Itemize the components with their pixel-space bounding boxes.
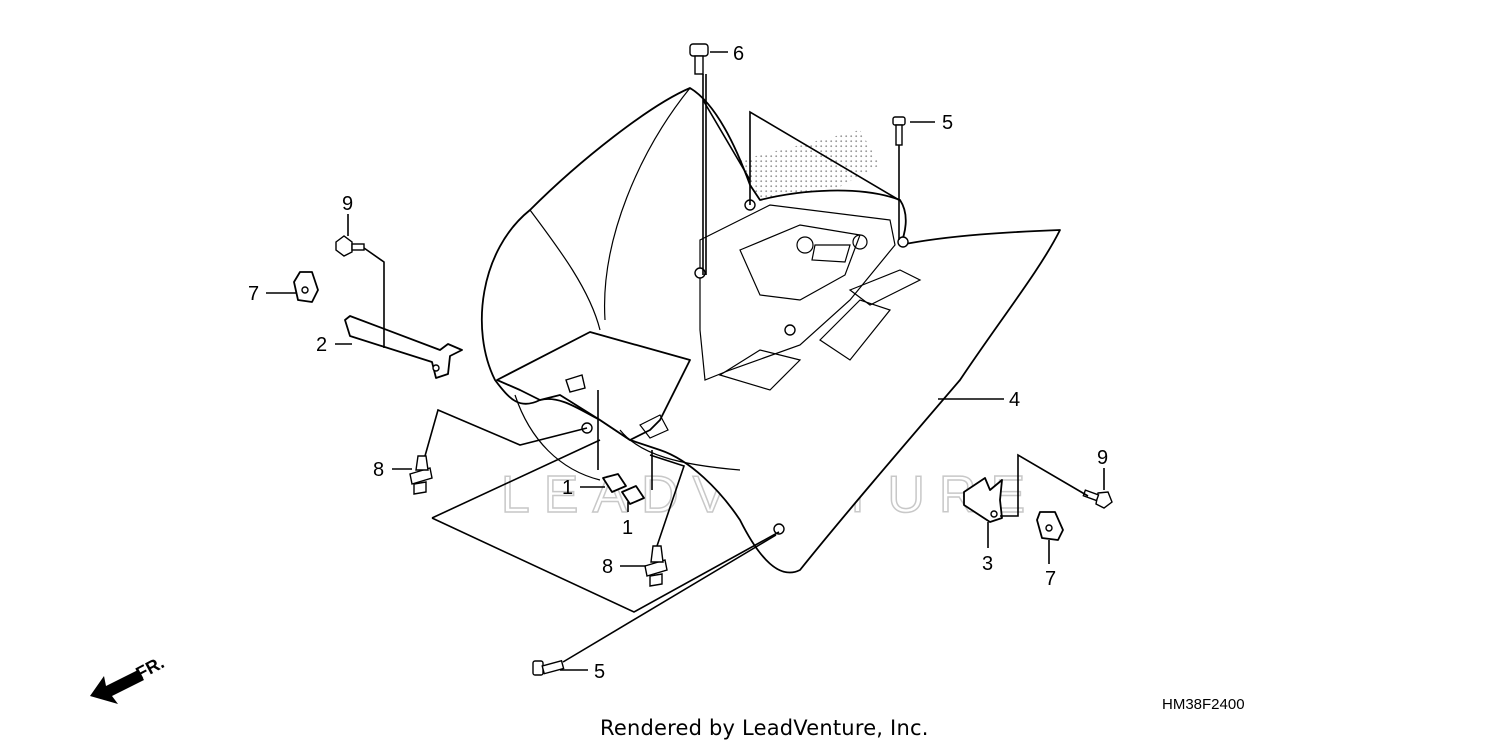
clip-nut-left: [293, 271, 319, 303]
footer-credit: Rendered by LeadVenture, Inc.: [600, 716, 929, 740]
front-direction-arrow: FR.: [90, 652, 167, 704]
bolt-right: [1082, 489, 1113, 509]
screw-top-6: [689, 43, 709, 75]
rear-fender: [480, 87, 1061, 574]
callout-4: 4: [1009, 389, 1020, 411]
bolt-left: [335, 235, 365, 257]
clip-nut-right: [1036, 511, 1064, 541]
callout-1-lower: 1: [622, 517, 633, 539]
callout-5-bottom: 5: [594, 661, 605, 683]
diagram-code: HM38F2400: [1162, 696, 1245, 713]
grommet-lower: [621, 485, 645, 505]
callout-6: 6: [733, 43, 744, 65]
callout-3: 3: [982, 553, 993, 575]
bracket-left: [344, 315, 463, 379]
bracket-right: [963, 477, 1003, 523]
callout-5-top: 5: [942, 112, 953, 134]
screw-top: [892, 116, 906, 146]
callout-9-left: 9: [342, 193, 353, 215]
callout-9-right: 9: [1097, 447, 1108, 469]
callout-7-right: 7: [1045, 568, 1056, 590]
callout-7-left: 7: [248, 283, 259, 305]
push-clip-left: [409, 455, 433, 495]
push-clip-right: [644, 545, 668, 587]
callout-8-left: 8: [373, 459, 384, 481]
leader-lines: [266, 51, 1105, 671]
grommet-upper: [602, 473, 627, 493]
callout-8-right: 8: [602, 556, 613, 578]
callout-2: 2: [316, 334, 327, 356]
screw-bottom: [532, 659, 565, 676]
callout-1-upper: 1: [562, 477, 573, 499]
